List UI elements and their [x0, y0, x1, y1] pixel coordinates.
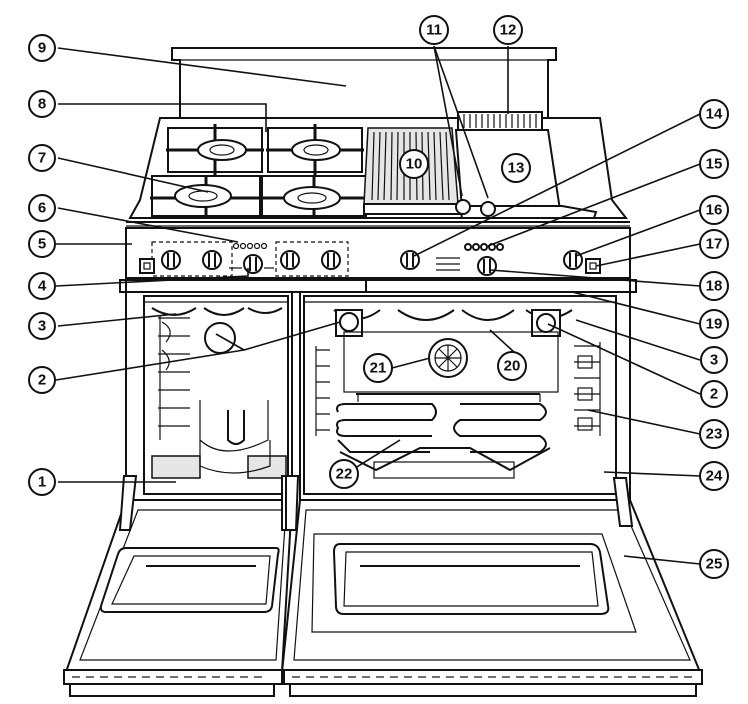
svg-text:24: 24 [706, 468, 723, 485]
svg-text:18: 18 [706, 278, 723, 295]
svg-text:12: 12 [500, 22, 517, 39]
power-switch-right [585, 258, 601, 274]
callout-7: 7 [28, 144, 56, 172]
callout-23: 23 [699, 419, 729, 449]
callout-6: 6 [28, 194, 56, 222]
callout-25: 25 [699, 549, 729, 579]
svg-text:13: 13 [508, 160, 525, 177]
svg-text:14: 14 [706, 106, 723, 123]
svg-text:11: 11 [426, 22, 442, 39]
callout-3-right: 3 [700, 346, 728, 374]
svg-text:17: 17 [706, 236, 723, 253]
burner-caps [174, 139, 341, 210]
callout-4: 4 [28, 272, 56, 300]
griddle-splash-guard [457, 111, 543, 131]
callout-24: 24 [699, 461, 729, 491]
svg-text:8: 8 [38, 96, 46, 113]
convection-fan [428, 338, 468, 378]
left-oven-door [64, 475, 296, 673]
callout-13: 13 [501, 153, 531, 183]
svg-text:21: 21 [370, 360, 387, 377]
bottom-trim [63, 669, 703, 697]
callout-18: 18 [699, 271, 729, 301]
callout-5: 5 [28, 230, 56, 258]
svg-text:16: 16 [706, 202, 723, 219]
callout-2-left: 2 [28, 366, 56, 394]
svg-text:5: 5 [38, 236, 46, 253]
callout-8: 8 [28, 90, 56, 118]
svg-text:3: 3 [38, 318, 46, 335]
svg-text:22: 22 [336, 466, 353, 483]
callout-9: 9 [28, 34, 56, 62]
callout-3-left: 3 [28, 312, 56, 340]
door-handle-rail [119, 279, 637, 293]
svg-text:25: 25 [706, 556, 723, 573]
right-oven-cavity [303, 295, 617, 495]
left-oven-cavity [143, 295, 289, 495]
svg-text:3: 3 [710, 352, 718, 369]
callout-2-right: 2 [700, 380, 728, 408]
svg-text:23: 23 [706, 426, 723, 443]
svg-text:7: 7 [38, 150, 46, 167]
svg-text:4: 4 [38, 278, 47, 295]
callout-11: 11 [419, 15, 449, 45]
backguard [171, 47, 557, 119]
svg-text:10: 10 [406, 156, 423, 173]
callout-20: 20 [497, 351, 527, 381]
side-panels [125, 278, 631, 510]
callout-1: 1 [28, 468, 56, 496]
indicator-lights [229, 242, 504, 271]
svg-text:2: 2 [38, 372, 46, 389]
callout-14: 14 [699, 99, 729, 129]
svg-text:19: 19 [706, 316, 723, 333]
callout-12: 12 [493, 15, 523, 45]
right-oven-door [280, 475, 702, 673]
callout-19: 19 [699, 309, 729, 339]
leader-lines [55, 45, 701, 565]
callout-22: 22 [329, 459, 359, 489]
svg-text:20: 20 [504, 358, 521, 375]
callout-17: 17 [699, 229, 729, 259]
callout-16: 16 [699, 195, 729, 225]
svg-text:6: 6 [38, 200, 46, 217]
svg-text:2: 2 [710, 386, 718, 403]
svg-text:9: 9 [38, 40, 46, 57]
callout-21: 21 [363, 353, 393, 383]
callout-15: 15 [699, 149, 729, 179]
callouts: 1 2 2 3 3 4 5 6 [28, 15, 729, 579]
power-switch-left [139, 258, 155, 274]
svg-text:15: 15 [706, 156, 723, 173]
callout-10: 10 [399, 149, 429, 179]
svg-text:1: 1 [38, 474, 46, 491]
